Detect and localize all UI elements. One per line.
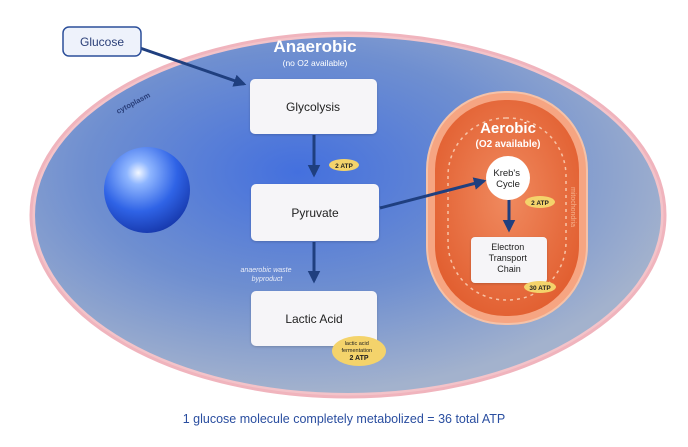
anaerobic-waste-note: anaerobic waste byproduct (241, 267, 294, 283)
glycolysis-atp-label: 2 ATP (335, 163, 353, 170)
glycolysis-label: Glycolysis (286, 100, 340, 114)
lactic-acid-label: Lactic Acid (285, 312, 342, 326)
electron-transport-chain-box (471, 237, 547, 283)
summary-footer: 1 glucose molecule completely metabolize… (183, 412, 506, 426)
krebs-atp-label: 2 ATP (531, 200, 549, 207)
lactic-fermentation-label: lactic acid fermentation 2 ATP (341, 332, 376, 362)
mitochondria-label: mitochondria (569, 187, 576, 227)
pyruvate-box (251, 184, 379, 241)
krebs-cycle-circle (486, 156, 530, 200)
lactic-acid-box (251, 291, 377, 346)
arrow-pyruvate-to-krebs (379, 177, 487, 210)
nucleus (104, 147, 190, 233)
krebs-cycle-label: Kreb's Cycle (493, 168, 522, 190)
krebs-atp-badge (525, 196, 555, 208)
glucose-label: Glucose (80, 35, 124, 49)
anaerobic-subtitle: (no O2 available) (283, 58, 348, 68)
pyruvate-label: Pyruvate (291, 206, 339, 220)
etc-atp-label: 30 ATP (529, 285, 551, 292)
aerobic-subtitle: (O2 available) (475, 139, 540, 150)
anaerobic-title: Anaerobic (273, 37, 356, 56)
glycolysis-box (250, 79, 377, 134)
glycolysis-atp-badge (329, 159, 359, 171)
electron-transport-chain-label: Electron Transport Chain (489, 242, 530, 274)
lactic-fermentation-badge (332, 336, 386, 366)
mitochondria-inner-membrane (447, 117, 567, 301)
etc-atp-badge (524, 281, 556, 293)
aerobic-title: Aerobic (480, 120, 536, 137)
glucose-box (62, 26, 142, 57)
arrow-glucose-to-glycolysis (139, 46, 247, 87)
